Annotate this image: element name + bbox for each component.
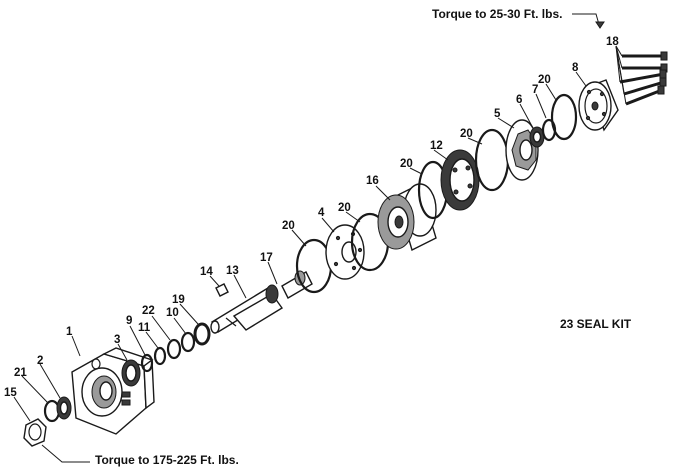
label-part-13: 13	[226, 265, 239, 277]
label-part-11: 11	[138, 322, 151, 334]
label-part-19: 19	[172, 294, 185, 306]
label-part-14: 14	[200, 266, 213, 278]
part-4-plate	[325, 224, 365, 280]
part-11-ring	[153, 346, 167, 366]
part-20-o-ring-4	[474, 128, 510, 192]
label-part-20-c: 20	[400, 158, 413, 170]
label-part-20-b: 20	[338, 202, 351, 214]
label-part-7: 7	[532, 84, 538, 96]
label-part-2: 2	[37, 355, 43, 367]
part-14-key	[215, 283, 229, 297]
label-part-18: 18	[606, 36, 619, 48]
part-12-gear	[440, 149, 480, 211]
label-part-3: 3	[114, 334, 120, 346]
part-19-snap-ring	[193, 322, 211, 346]
bottom-torque-note: Torque to 175-225 Ft. lbs.	[95, 453, 239, 467]
label-part-9: 9	[126, 315, 132, 327]
leader-lines	[13, 13, 605, 463]
part-3-bearing	[121, 359, 141, 387]
label-part-21: 21	[14, 367, 27, 379]
label-part-10: 10	[166, 307, 179, 319]
label-part-4: 4	[318, 207, 325, 219]
top-torque-note: Torque to 25-30 Ft. lbs.	[432, 7, 562, 21]
label-part-5: 5	[494, 108, 501, 120]
label-part-6: 6	[516, 94, 522, 106]
part-9-ring	[140, 353, 154, 373]
label-part-16: 16	[366, 175, 379, 187]
label-part-22: 22	[142, 305, 155, 317]
part-15-nut	[23, 418, 47, 447]
label-part-20-d: 20	[460, 128, 473, 140]
part-8-end-cap	[578, 79, 619, 132]
label-part-17: 17	[260, 252, 273, 264]
label-part-20-a: 20	[282, 220, 295, 232]
label-part-12: 12	[430, 140, 443, 152]
part-10-ring	[180, 331, 196, 353]
label-part-15: 15	[4, 387, 17, 399]
part-16-gerotor	[377, 183, 437, 251]
part-2-seal	[56, 396, 72, 420]
seal-kit-note: 23 SEAL KIT	[560, 317, 632, 331]
part-22-ring	[166, 338, 182, 360]
part-20-o-ring-5	[550, 93, 578, 141]
part-18-bolts	[615, 45, 668, 106]
label-part-1: 1	[66, 326, 73, 338]
label-part-8: 8	[572, 62, 579, 74]
label-part-20-e: 20	[538, 74, 551, 86]
